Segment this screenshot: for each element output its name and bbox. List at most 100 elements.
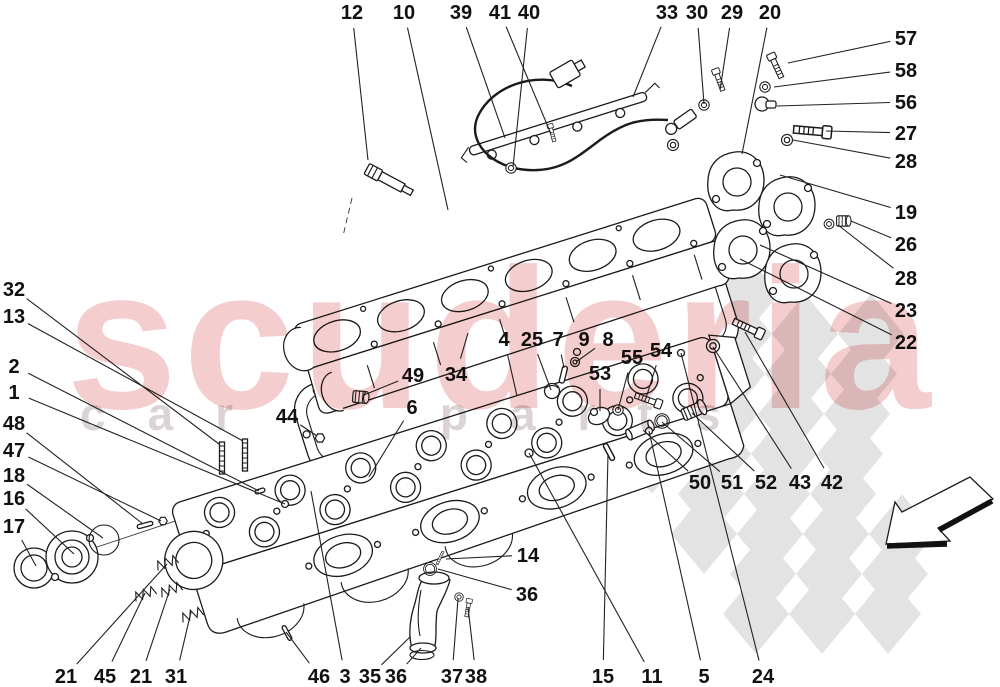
callout-28: 28 (895, 268, 917, 290)
leader-line-12 (353, 27, 369, 161)
leader-line-33 (632, 26, 662, 98)
flange-16 (45, 530, 99, 584)
leader-line-36 (437, 568, 512, 591)
watermark-title: scuderia (66, 228, 937, 451)
leader-line-24 (680, 352, 760, 661)
sensor-axis-dash (342, 197, 353, 237)
flag-diamond (671, 494, 737, 574)
oring-36-lower (409, 649, 435, 661)
callout-28: 28 (895, 151, 917, 173)
callout-57: 57 (895, 28, 917, 50)
callout-19: 19 (895, 202, 917, 224)
leader-line-35 (381, 636, 411, 666)
leader-line-58 (773, 71, 891, 88)
leader-line-30 (697, 27, 705, 105)
leader-line-51 (661, 421, 721, 473)
washer-37 (454, 592, 464, 602)
cam-cover (282, 197, 730, 414)
washer-58 (759, 81, 771, 93)
callout-39: 39 (450, 2, 472, 24)
cam-sensor (665, 108, 697, 136)
leader-line-55 (617, 372, 629, 411)
bolt-57 (765, 51, 786, 80)
callout-10: 10 (393, 2, 415, 24)
cable-connector (549, 59, 587, 89)
leader-line-52 (691, 412, 755, 472)
clamp-56 (754, 96, 777, 112)
callout-46: 46 (308, 666, 330, 687)
leader-line-6 (368, 420, 405, 478)
oring-18 (88, 524, 120, 556)
leader-line-38 (467, 606, 475, 661)
leader-line-25 (537, 353, 552, 391)
callout-21: 21 (55, 666, 77, 687)
callout-3: 3 (339, 666, 350, 687)
leader-line-49 (363, 380, 399, 396)
callout-44: 44 (276, 406, 299, 428)
washer-17-inner (20, 554, 48, 582)
callout-29: 29 (721, 2, 743, 24)
leader-line-48 (26, 432, 144, 525)
callout-35: 35 (359, 666, 381, 687)
callout-6: 6 (406, 397, 417, 419)
leader-line-41 (505, 26, 552, 135)
leader-line-29 (719, 27, 731, 91)
callout-45: 45 (94, 666, 116, 687)
plug-52 (680, 398, 708, 421)
callout-1: 1 (8, 382, 19, 404)
leader-line-20 (741, 27, 768, 155)
callout-21: 21 (130, 666, 152, 687)
washer-28a (780, 133, 794, 147)
leader-line-1 (28, 397, 286, 505)
callout-31: 31 (165, 666, 187, 687)
callout-26: 26 (895, 234, 917, 256)
callout-52: 52 (755, 472, 777, 494)
callout-17: 17 (3, 516, 25, 538)
oring-36-upper (423, 562, 437, 576)
leader-line-22 (739, 258, 892, 336)
callout-58: 58 (895, 60, 917, 82)
leader-line-19 (779, 174, 891, 209)
cylinder-head (164, 334, 752, 639)
callout-47: 47 (3, 440, 25, 462)
flag-diamond (789, 574, 855, 654)
callout-8: 8 (602, 329, 613, 351)
leader-line-44 (300, 424, 318, 437)
exhaust-flange-plates (707, 151, 822, 304)
leader-line-50 (642, 429, 689, 472)
callout-13: 13 (3, 306, 25, 328)
leader-line-14 (445, 555, 513, 560)
callout-43: 43 (789, 472, 811, 494)
callout-40: 40 (518, 2, 540, 24)
callout-22: 22 (895, 332, 917, 354)
spring-31 (179, 605, 205, 624)
sensor-washer (666, 138, 680, 152)
callout-2: 2 (8, 356, 19, 378)
sensor-cable (473, 78, 669, 172)
leader-line-21 (76, 563, 168, 665)
callout-42: 42 (821, 472, 843, 494)
leader-line-43 (712, 346, 792, 469)
exhaust-duct-35 (409, 571, 451, 661)
callout-11: 11 (641, 666, 662, 687)
leader-line-11 (528, 452, 645, 663)
flag-diamond (723, 574, 789, 654)
fuel-rail (460, 82, 660, 163)
leader-line-16 (25, 508, 75, 555)
callout-53: 53 (589, 363, 611, 385)
leader-line-3 (310, 490, 343, 661)
callout-36: 36 (385, 666, 407, 687)
bushing-50 (625, 419, 655, 441)
leader-line-45 (111, 592, 146, 662)
water-union-flange (13, 524, 120, 589)
callout-54: 54 (650, 340, 673, 362)
seal-8 (569, 356, 581, 368)
callout-34: 34 (445, 364, 468, 386)
leader-line-54 (645, 365, 657, 399)
leader-line-32 (26, 298, 220, 445)
leader-line-10 (406, 27, 449, 211)
leader-line-31 (179, 611, 192, 661)
leader-line-56 (776, 101, 891, 107)
